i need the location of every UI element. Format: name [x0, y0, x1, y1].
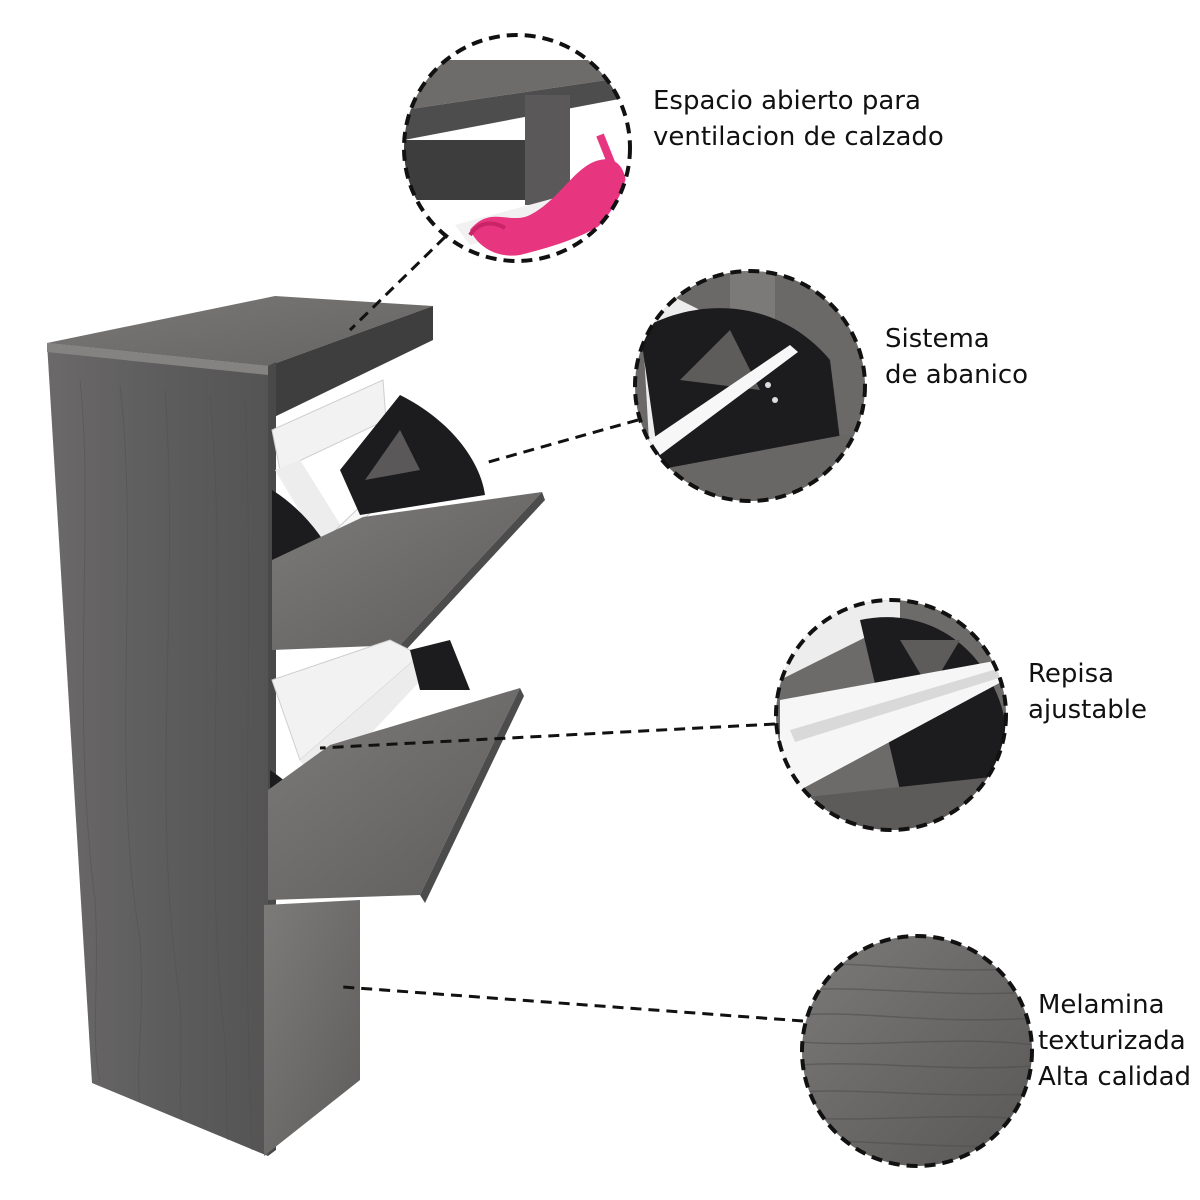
shoe-cabinet: [47, 296, 433, 1156]
zoom-circle-repisa: [774, 598, 1008, 832]
cabinet-side-panel: [47, 343, 268, 1156]
callout-repisa-line-1: Repisa: [1028, 659, 1115, 689]
callout-melamina: Melamina texturizada Alta calidad: [1038, 987, 1191, 1095]
cabinet-bottom-door: [264, 900, 360, 1156]
upper-drawer-door: [272, 492, 542, 650]
zoom-circle-melamina: [800, 934, 1034, 1168]
leader-melamina: [342, 985, 804, 1023]
lower-drawer-door: [268, 688, 520, 900]
leader-abanico: [484, 418, 639, 465]
callout-abanico: Sistema de abanico: [885, 321, 1028, 393]
zoom-circle-ventilacion: [402, 33, 632, 263]
leader-lines: [319, 235, 804, 1023]
callout-ventilacion: Espacio abierto para ventilacion de calz…: [653, 83, 944, 155]
cabinet-top-panel: [47, 296, 433, 366]
callout-abanico-line-1: Sistema: [885, 324, 990, 354]
upper-tilt-drawer: [271, 379, 545, 652]
callout-repisa: Repisa ajustable: [1028, 656, 1147, 728]
fan-hinge-lower: [410, 640, 470, 690]
callout-melamina-line-2: texturizada: [1038, 1026, 1186, 1056]
callout-melamina-line-1: Melamina: [1038, 990, 1165, 1020]
leader-repisa: [319, 722, 776, 750]
callout-ventilacion-line-1: Espacio abierto para: [653, 86, 921, 116]
callout-repisa-line-2: ajustable: [1028, 695, 1148, 725]
leader-ventilacion: [348, 235, 447, 332]
lower-tilt-drawer: [268, 639, 524, 903]
pink-shoe: [470, 159, 627, 256]
callout-abanico-line-2: de abanico: [885, 360, 1029, 390]
callout-melamina-line-3: Alta calidad: [1038, 1062, 1192, 1092]
zoom-circle-abanico: [633, 269, 867, 503]
callout-ventilacion-line-2: ventilacion de calzado: [653, 122, 944, 152]
cabinet-interior-back: [268, 306, 433, 420]
